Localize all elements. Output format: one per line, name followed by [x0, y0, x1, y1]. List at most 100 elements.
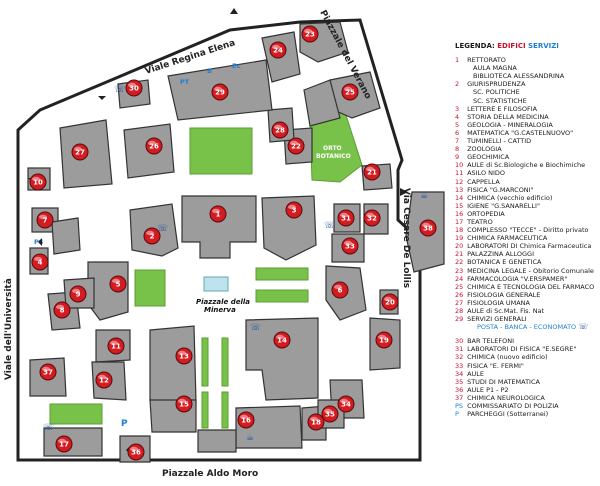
marker-20[interactable]: 20	[381, 293, 399, 311]
legend-entry-3: 3 LETTERE E FILOSOFIA	[455, 105, 600, 113]
lawn-west	[134, 269, 166, 307]
marker-21[interactable]: 21	[363, 163, 381, 181]
building-14	[245, 317, 319, 401]
marker-5[interactable]: 5	[109, 275, 127, 293]
marker-23[interactable]: 23	[301, 25, 319, 43]
marker-32[interactable]: 32	[363, 209, 381, 227]
legend-entry-label: ZOOLOGIA	[465, 145, 502, 154]
legend-entry-2: 2 GIURISPRUDENZA	[455, 80, 600, 88]
marker-13[interactable]: 13	[175, 347, 193, 365]
legend-entry-label: IGIENE "G.SANARELLI"	[465, 201, 540, 210]
marker-circle	[337, 209, 355, 227]
marker-33[interactable]: 33	[341, 237, 359, 255]
marker-14[interactable]: 14	[273, 331, 291, 349]
marker-37[interactable]: 37	[39, 363, 57, 381]
marker-shine	[344, 86, 352, 92]
marker-38[interactable]: 38	[419, 219, 437, 237]
legend-entry-number: 19	[455, 234, 464, 243]
legend-entry-19: 19 CHIMICA FARMACEUTICA	[455, 234, 600, 242]
marker-25[interactable]: 25	[341, 83, 359, 101]
marker-shine	[112, 278, 120, 284]
marker-circle	[273, 331, 291, 349]
marker-17[interactable]: 17	[55, 435, 73, 453]
marker-19[interactable]: 19	[375, 331, 393, 349]
marker-6[interactable]: 6	[331, 281, 349, 299]
marker-10[interactable]: 10	[29, 173, 47, 191]
marker-9[interactable]: 9	[69, 285, 87, 303]
legend-entry-subline: SC. STATISTICHE	[473, 96, 527, 105]
marker-number: 33	[345, 243, 355, 251]
marker-shine	[72, 288, 80, 294]
marker-4[interactable]: 4	[31, 253, 49, 271]
marker-shine	[178, 350, 186, 356]
legend-entry-number: 32	[455, 353, 464, 362]
legend-entry-label: MATEMATICA "G.CASTELNUOVO"	[465, 128, 574, 137]
marker-circle	[287, 137, 305, 155]
marker-1[interactable]: 1	[209, 205, 227, 223]
legend-entry-number: 31	[455, 345, 464, 354]
marker-31[interactable]: 31	[337, 209, 355, 227]
legend-entry-label: LETTERE E FILOSOFIA	[465, 104, 538, 113]
legend-entry-number: 9	[455, 153, 460, 162]
legend-entry-27: 27 FISIOLOGIA UMANA	[455, 299, 600, 307]
legend-title: LEGENDA: EDIFICI SERVIZI	[455, 42, 600, 50]
marker-29[interactable]: 29	[211, 83, 229, 101]
marker-22[interactable]: 22	[287, 137, 305, 155]
legend-entry-number: 37	[455, 393, 464, 402]
legend-entry-21: 21 PALAZZINA ALLOGGI	[455, 250, 600, 258]
marker-circle	[29, 173, 47, 191]
legend-entry-label: COMMISSARIATO DI POLIZIA	[465, 402, 559, 411]
arrow-icon	[38, 238, 42, 246]
marker-3[interactable]: 3	[285, 201, 303, 219]
marker-circle	[127, 443, 145, 461]
marker-number: 13	[179, 353, 189, 361]
marker-circle	[337, 395, 355, 413]
legend-entry-number: 27	[455, 298, 464, 307]
legend-entry-number: 22	[455, 258, 464, 267]
marker-34[interactable]: 34	[337, 395, 355, 413]
building-north-annex	[303, 79, 341, 127]
marker-27[interactable]: 27	[71, 143, 89, 161]
marker-24[interactable]: 24	[269, 41, 287, 59]
legend-entry-label: FISICA "G.MARCONI"	[465, 185, 534, 194]
b-label: B	[207, 67, 212, 75]
marker-16[interactable]: 16	[237, 411, 255, 429]
marker-circle	[36, 211, 54, 229]
lawn-strip-1	[201, 337, 209, 387]
marker-shine	[42, 366, 50, 372]
marker-circle	[71, 143, 89, 161]
marker-8[interactable]: 8	[53, 301, 71, 319]
legend-entry-label: TUMINELLI - CATTID	[465, 137, 532, 146]
legend-entry-number: 34	[455, 369, 464, 378]
marker-circle	[125, 79, 143, 97]
phone-icon: ☏	[324, 221, 335, 231]
marker-number: 22	[291, 143, 301, 151]
marker-30[interactable]: 30	[125, 79, 143, 97]
marker-shine	[272, 44, 280, 50]
legend-entry-label: FISIOLOGIA GENERALE	[465, 290, 541, 299]
marker-shine	[378, 334, 386, 340]
marker-11[interactable]: 11	[107, 337, 125, 355]
marker-18[interactable]: 18	[307, 413, 325, 431]
marker-circle	[211, 83, 229, 101]
marker-number: 10	[33, 179, 43, 187]
legend-entry-label: PALAZZINA ALLOGGI	[465, 250, 534, 259]
marker-36[interactable]: 36	[127, 443, 145, 461]
legend-entry-label: FISICA "E. FERMI"	[465, 361, 524, 370]
marker-15[interactable]: 15	[175, 395, 193, 413]
legend-entry-label: AULE di Sc.Biologiche e Biochimiche	[465, 161, 586, 170]
marker-28[interactable]: 28	[271, 121, 289, 139]
marker-circle	[321, 405, 339, 423]
marker-35[interactable]: 35	[321, 405, 339, 423]
marker-number: 28	[275, 127, 285, 135]
marker-7[interactable]: 7	[36, 211, 54, 229]
marker-number: 38	[423, 225, 433, 233]
marker-number: 12	[99, 377, 109, 385]
legend-entry-label: LABORATORI DI FISICA "E.SEGRE"	[465, 345, 577, 354]
marker-2[interactable]: 2	[143, 227, 161, 245]
marker-shine	[334, 284, 342, 290]
marker-26[interactable]: 26	[145, 137, 163, 155]
marker-12[interactable]: 12	[95, 371, 113, 389]
legend-entry-18: 18 COMPLESSO "TECCE" - Diritto privato	[455, 226, 600, 234]
